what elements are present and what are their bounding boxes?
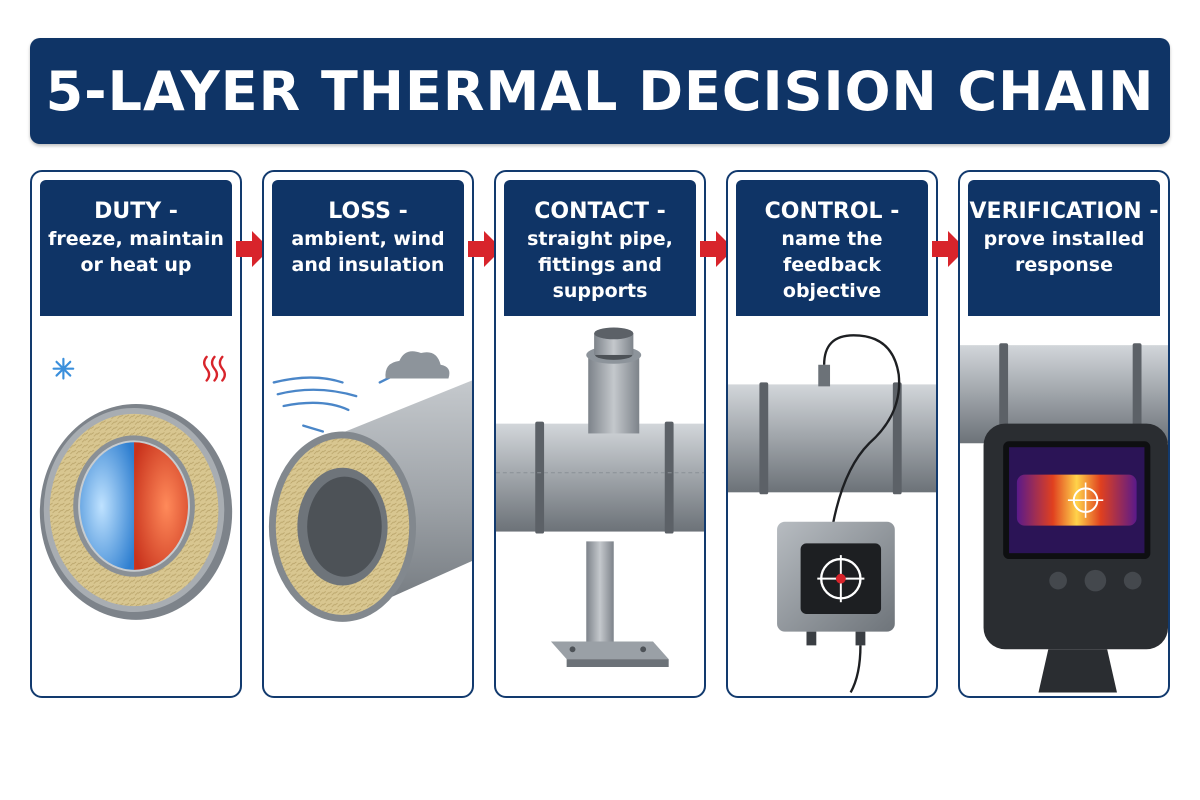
contact-illustration — [496, 327, 704, 667]
control-illustration — [728, 334, 936, 694]
heat-waves-icon — [203, 355, 226, 382]
step-title: CONTACT - — [534, 199, 666, 224]
step-header: LOSS - ambient, wind and insulation — [272, 180, 464, 316]
step-description: freeze, maintain or heat up — [48, 228, 224, 276]
step-description: prove installed response — [983, 228, 1145, 276]
heated-pipe — [728, 382, 936, 495]
flow-arrow-icon — [468, 231, 502, 267]
title-banner: 5-LAYER THERMAL DECISION CHAIN — [30, 38, 1170, 144]
step-panel-verification: VERIFICATION - prove installed response — [958, 170, 1170, 698]
step-title: LOSS - — [328, 199, 408, 224]
flow-arrow-icon — [932, 231, 966, 267]
step-header: VERIFICATION - prove installed response — [968, 180, 1160, 316]
duty-illustration — [39, 355, 233, 620]
step-title: CONTROL - — [764, 199, 900, 224]
step-panel-loss: LOSS - ambient, wind and insulation — [262, 170, 474, 698]
pipe-cross-section — [39, 404, 233, 620]
step-panel-contact: CONTACT - straight pipe, fittings and su… — [494, 170, 706, 698]
step-header: CONTROL - name the feedback objective — [736, 180, 928, 316]
step-description: name the feedback objective — [781, 228, 883, 302]
step-panel-control: CONTROL - name the feedback objective — [726, 170, 938, 698]
step-description: straight pipe, fittings and supports — [527, 228, 673, 302]
page-title: 5-LAYER THERMAL DECISION CHAIN — [45, 59, 1155, 123]
pipe-support-icon — [550, 541, 669, 667]
step-title: VERIFICATION - — [969, 199, 1159, 224]
controller-box-icon — [777, 521, 895, 694]
step-header: CONTACT - straight pipe, fittings and su… — [504, 180, 696, 316]
step-panel-duty: DUTY - freeze, maintain or heat up — [30, 170, 242, 698]
flow-arrow-icon — [236, 231, 270, 267]
cloud-icon — [385, 351, 450, 379]
verification-illustration — [960, 343, 1168, 693]
pipe-tee-icon — [496, 327, 704, 534]
step-header: DUTY - freeze, maintain or heat up — [40, 180, 232, 316]
insulated-pipe — [268, 380, 472, 622]
thermal-camera-icon — [983, 423, 1168, 693]
sensor-icon — [818, 334, 901, 542]
flow-arrow-icon — [700, 231, 734, 267]
step-description: ambient, wind and insulation — [291, 228, 445, 276]
snowflake-icon — [52, 357, 75, 380]
loss-illustration — [268, 351, 472, 622]
step-title: DUTY - — [94, 199, 178, 224]
